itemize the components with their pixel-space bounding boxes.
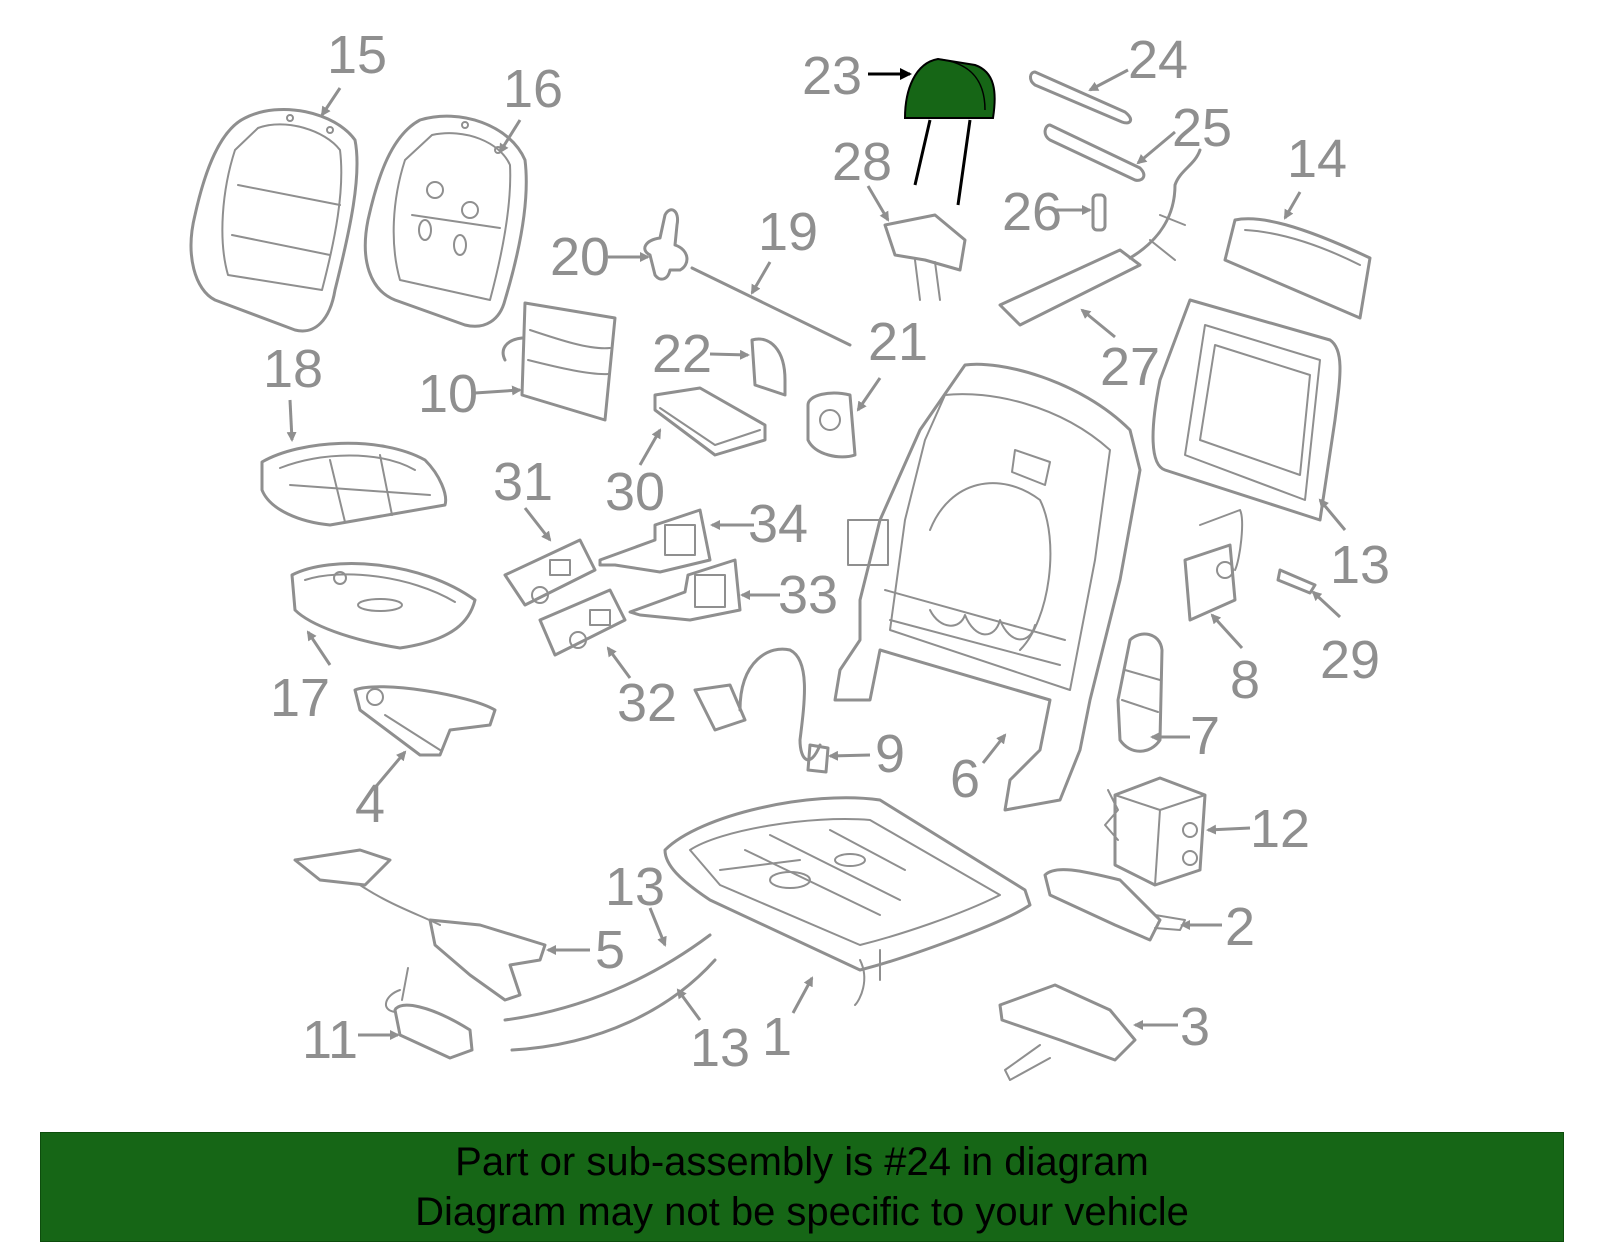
part-31-module [653,386,767,457]
part-6-seat-frame [833,362,1142,812]
callout-30: 29 [1320,630,1380,690]
callout-9: 9 [875,724,905,784]
callout-34: 33 [778,565,838,625]
callout-6: 6 [950,749,980,809]
part-32-switch [503,538,597,607]
callout-29: 28 [832,132,892,192]
callout-11: 11 [302,1010,358,1070]
part-11-motor [385,967,474,1060]
part-12-control-unit [1104,776,1207,887]
part-29-headrest-guide [883,213,967,301]
part-18-seat-pan [290,562,477,650]
footer-line-part-number: Part or sub-assembly is #24 in diagram [455,1140,1149,1184]
part-9-wire-harness [693,647,830,774]
part-24-headrest [903,57,996,206]
callout-17: 16 [503,59,563,119]
callout-19: 18 [263,339,323,399]
callout-8: 8 [1230,650,1260,710]
part-7-gear-motor [1116,632,1164,753]
part-14-backrest-shell [1151,298,1342,522]
part-8-motor [1183,509,1244,622]
callout-12: 12 [1250,799,1310,859]
callout-21: 20 [550,227,610,287]
part-26-bracket [1043,123,1146,182]
callout-32: 31 [493,452,553,512]
callout-20: 19 [758,202,818,262]
callout-1: 1 [762,1007,792,1067]
part-27-pin [1091,193,1107,232]
part-1-seat-base [663,796,1032,1006]
callout-25: 24 [1128,30,1188,90]
part-21-knob [643,208,689,281]
callout-13-upper: 13 [605,857,665,917]
callout-7: 7 [1190,706,1220,766]
callout-27: 26 [1002,182,1062,242]
callout-23: 22 [652,324,712,384]
callout-14: 13 [1330,535,1390,595]
callout-26: 25 [1172,98,1232,158]
callout-16: 15 [327,25,387,85]
part-33-switch [538,588,627,657]
part-15-back-panel [1223,217,1372,320]
part-28-lumbar-unit [998,148,1202,327]
callout-10: 10 [418,364,478,424]
callout-4: 4 [355,774,385,834]
footer-line-disclaimer: Diagram may not be specific to your vehi… [415,1190,1189,1234]
part-25-bracket [1029,70,1133,125]
callout-18: 17 [270,668,330,728]
callout-22: 21 [868,312,928,372]
part-4-actuator [353,685,497,757]
part-13-rail-covers [503,933,717,1052]
part-19-seat-cushion [260,441,448,527]
callout-13-lower: 13 [690,1018,750,1078]
callout-24: 23 [802,46,862,106]
part-22-trim-cap [806,391,857,459]
callout-5: 5 [595,920,625,980]
callout-15: 14 [1287,129,1347,189]
part-20-rod [690,266,852,347]
part-5-cable-drive [293,848,547,1002]
part-30-pin [1276,568,1317,595]
part-23-clip [750,337,787,397]
callout-2: 2 [1225,897,1255,957]
part-35-switch-panel [598,508,712,574]
callout-31: 30 [605,462,665,522]
callout-35: 34 [748,494,808,554]
part-3-motor [998,983,1137,1081]
parts-diagram: 15 16 18 10 17 20 19 22 21 30 31 34 33 3… [189,25,1390,1081]
part-16-backrest-cover [189,107,359,333]
part-2-motor [1043,868,1186,942]
callout-28: 27 [1100,337,1160,397]
leader-lines [286,68,1347,1040]
callout-numbers: 15 16 18 10 17 20 19 22 21 30 31 34 33 3… [263,25,1390,1078]
part-34-switch-panel [628,558,742,622]
callout-3: 3 [1180,997,1210,1057]
callout-33: 32 [617,673,677,733]
part-10-map-pocket [501,301,617,422]
footer-banner: Part or sub-assembly is #24 in diagram D… [40,1132,1564,1242]
